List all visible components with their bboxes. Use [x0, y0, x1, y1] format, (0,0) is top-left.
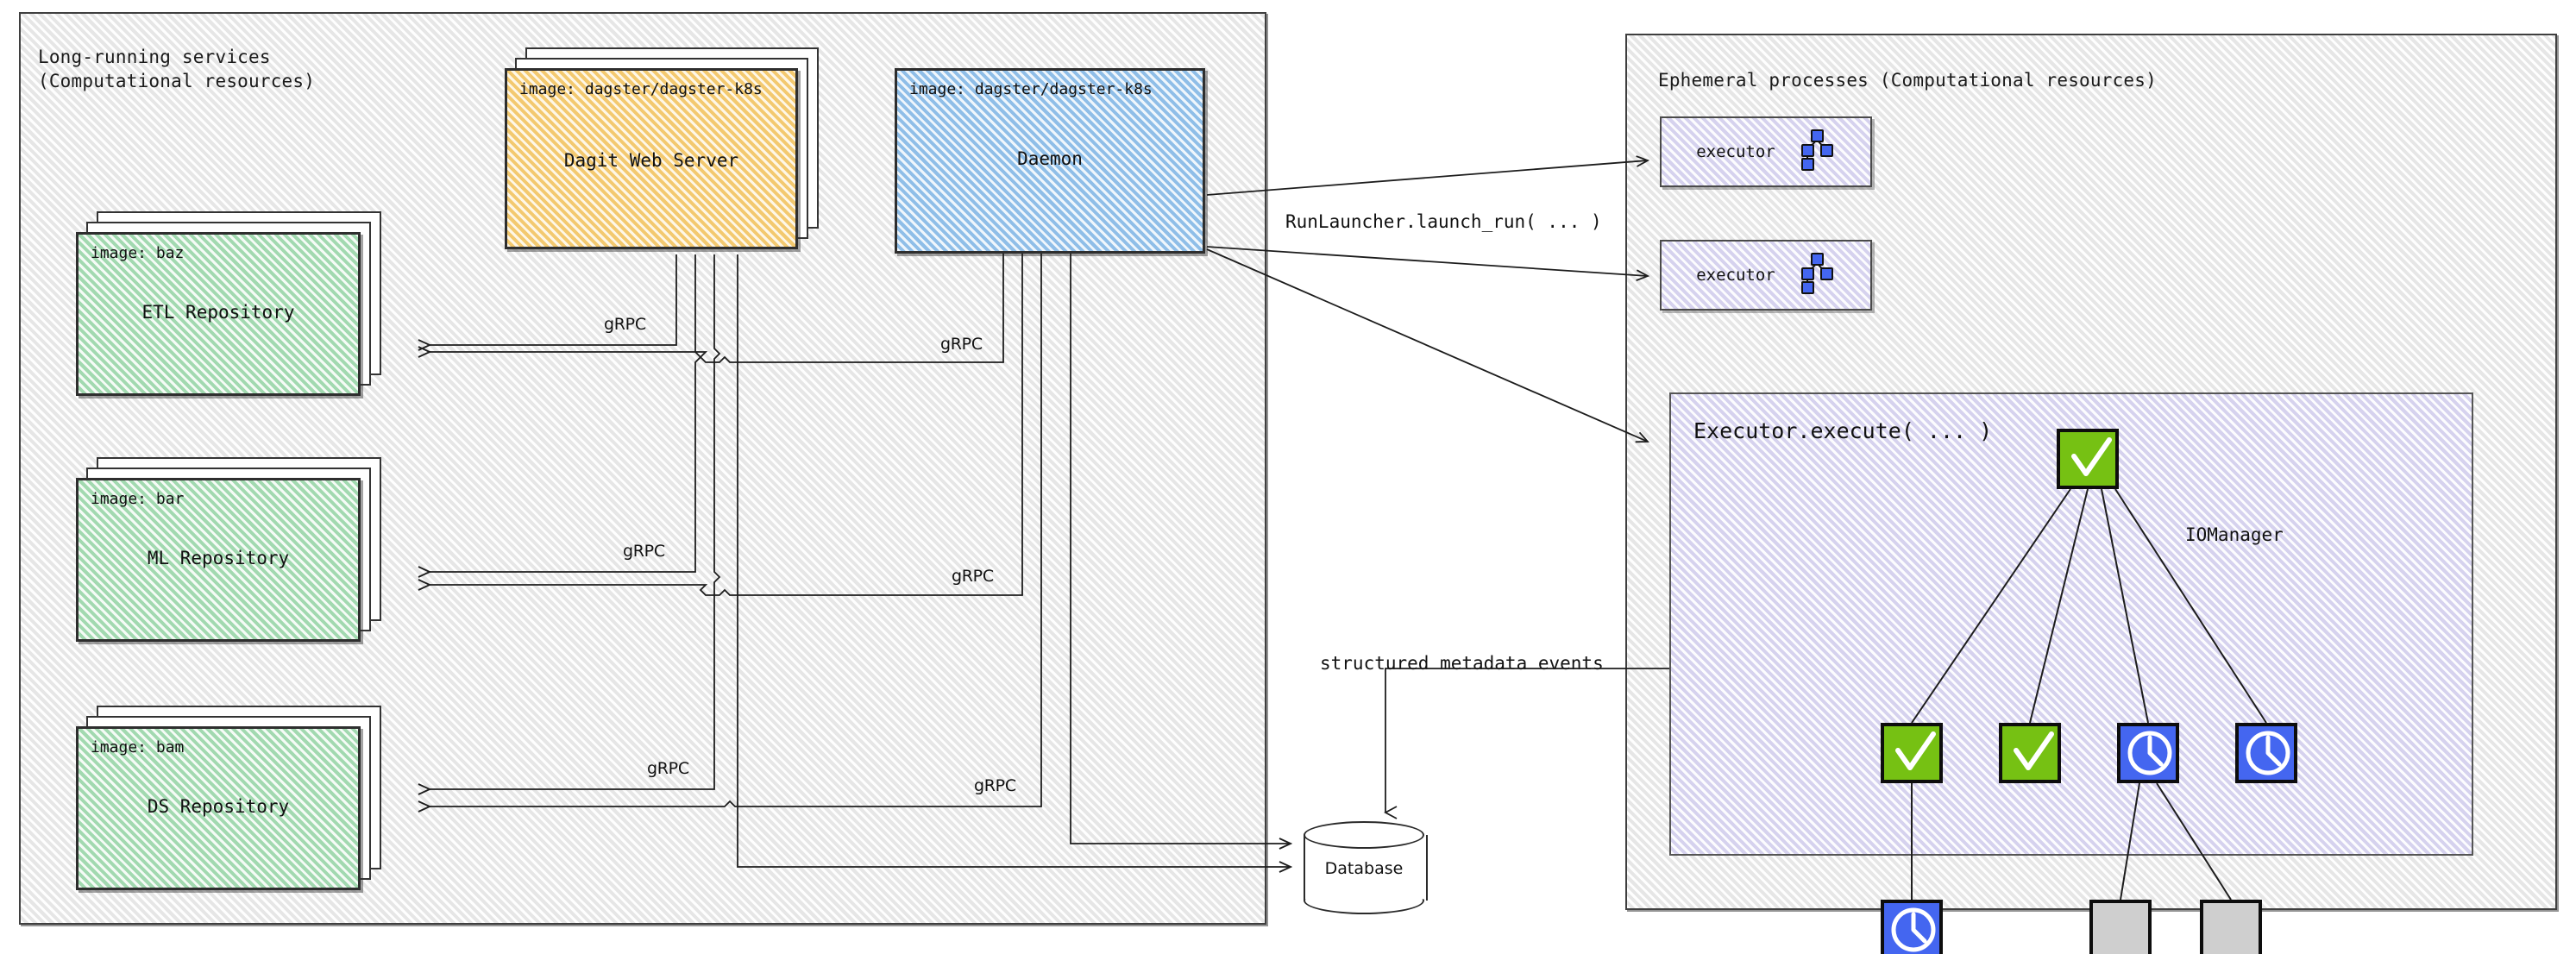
- executor-box-2: executor: [1660, 240, 1872, 311]
- dagit-web-server-card: image: dagster/dagster-k8s Dagit Web Ser…: [505, 47, 828, 254]
- ds-repository-title: DS Repository: [147, 796, 290, 817]
- ds-repository-card: image: bam DS Repository: [76, 706, 386, 895]
- check-icon: [2060, 437, 2122, 493]
- grpc-label-3: gRPC: [623, 542, 665, 561]
- executor-label-2: executor: [1696, 266, 1775, 285]
- grpc-label-4: gRPC: [952, 567, 994, 586]
- daemon-front: image: dagster/dagster-k8s Daemon: [895, 68, 1205, 254]
- grpc-label-6: gRPC: [974, 776, 1016, 795]
- ephemeral-processes-title: Ephemeral processes (Computational resou…: [1658, 70, 2157, 91]
- dag-node-d: [2235, 723, 2297, 783]
- database-label: Database: [1324, 859, 1404, 878]
- etl-image-label: image: baz: [91, 244, 185, 262]
- check-icon: [1884, 731, 1946, 787]
- clock-icon: [2239, 731, 2301, 787]
- ml-image-label: image: bar: [91, 490, 185, 508]
- executor-label-1: executor: [1696, 142, 1775, 161]
- grpc-label-5: gRPC: [647, 759, 689, 778]
- etl-repository-front: image: baz ETL Repository: [76, 232, 361, 396]
- dag-node-b: [1999, 723, 2061, 783]
- daemon-image-label: image: dagster/dagster-k8s: [909, 80, 1153, 98]
- database-cylinder: Database: [1304, 821, 1428, 918]
- dag-node-a: [1881, 723, 1943, 783]
- ds-repository-front: image: bam DS Repository: [76, 726, 361, 890]
- executor-execute-title: Executor.execute( ... ): [1693, 418, 1993, 443]
- dag-node-root: [2057, 429, 2119, 489]
- dag-icon: [1798, 128, 1836, 176]
- dag-icon: [1798, 251, 1836, 299]
- iomanager-label: IOManager: [2185, 524, 2284, 545]
- ml-repository-front: image: bar ML Repository: [76, 478, 361, 642]
- etl-repository-card: image: baz ETL Repository: [76, 211, 386, 401]
- ml-repository-card: image: bar ML Repository: [76, 457, 386, 647]
- dagit-image-label: image: dagster/dagster-k8s: [519, 80, 763, 98]
- clock-icon: [1884, 907, 1946, 954]
- long-running-services-title: Long-running services (Computational res…: [38, 47, 316, 92]
- daemon-title: Daemon: [1017, 148, 1083, 169]
- dagit-web-server-front: image: dagster/dagster-k8s Dagit Web Ser…: [505, 68, 798, 249]
- dagit-title: Dagit Web Server: [563, 150, 739, 171]
- dag-node-e: [1881, 900, 1943, 954]
- daemon-card: image: dagster/dagster-k8s Daemon: [895, 68, 1205, 254]
- check-icon: [2002, 731, 2064, 787]
- clock-icon: [2120, 731, 2183, 787]
- metadata-events-label: structured metadata events: [1320, 653, 1604, 674]
- grpc-label-1: gRPC: [604, 315, 646, 334]
- ds-image-label: image: bam: [91, 738, 185, 756]
- dag-node-g: [2200, 900, 2262, 954]
- run-launcher-label: RunLauncher.launch_run( ... ): [1285, 211, 1602, 232]
- database-top: [1304, 821, 1424, 849]
- dag-node-f: [2089, 900, 2152, 954]
- etl-repository-title: ETL Repository: [141, 302, 295, 323]
- ml-repository-title: ML Repository: [147, 548, 290, 568]
- executor-box-1: executor: [1660, 116, 1872, 187]
- dag-node-c: [2117, 723, 2179, 783]
- grpc-label-2: gRPC: [940, 335, 983, 354]
